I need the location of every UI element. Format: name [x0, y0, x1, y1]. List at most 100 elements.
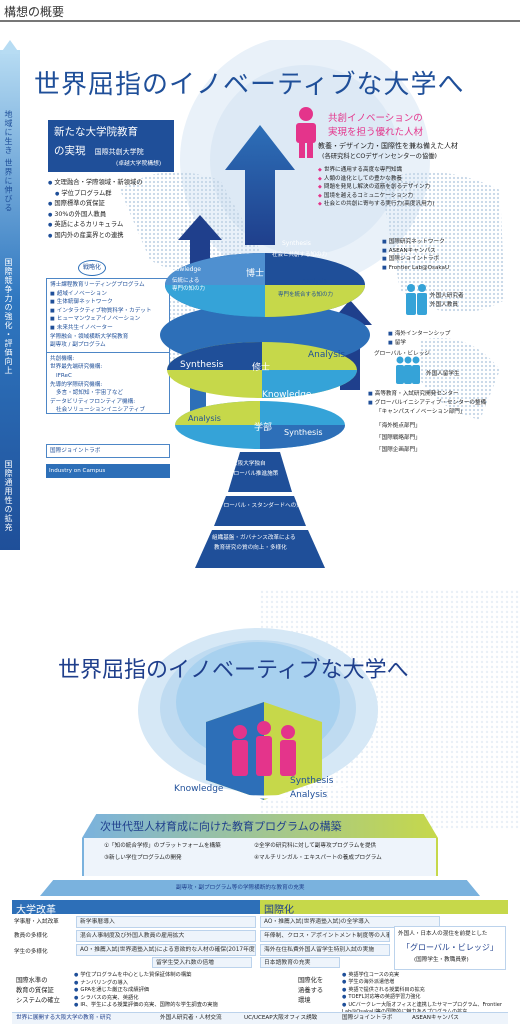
- program-item: 超域イノベーション: [50, 290, 166, 299]
- program-item: 生体統御ネットワーク: [50, 298, 166, 307]
- base-text-2: グローバル・スタンダードへの対応: [218, 503, 308, 509]
- left-bullets: 文理融合・学際領域・新領域の 学位プログラム群 国際標準の質保証 30%の外国人…: [48, 178, 143, 242]
- center-list: 高等教育・入試研究開発センター グローバルイニシアティブ・センターの整備: [368, 390, 486, 407]
- joint-item: 世界最先端研究機構:: [50, 364, 103, 371]
- quality-item: シラバスの充実、英語化: [74, 995, 218, 1003]
- page-header-title: 構想の概要: [4, 5, 65, 19]
- left-head: 大学改革: [16, 905, 56, 916]
- pink-item: 国境を越えるコミュニケーション力: [318, 192, 434, 201]
- cube-synthesis: Synthesis: [290, 776, 334, 786]
- banner-item: ④マルチリンガル・エキスパートの養成プログラム: [254, 855, 382, 861]
- spiral-synthesis-3: Synthesis: [284, 428, 323, 437]
- program-item2: 副専攻 / 副プログラム: [50, 342, 106, 349]
- base-text-3b: 教育研究の質の向上・多様化: [214, 545, 287, 551]
- center-sub: 「キャンパスイノベーション部門」: [376, 409, 466, 415]
- pink-item: 人類の進化としての豊かな教養: [318, 175, 434, 184]
- right-head: 国際化: [264, 905, 294, 916]
- intern-list: 海外インターンシップ 留学: [388, 330, 451, 348]
- spiral-analysis-1: Analysis: [302, 278, 327, 285]
- spiral-synthesis-2: Synthesis: [180, 360, 224, 370]
- strategy-badge: 戦略化: [78, 260, 106, 276]
- joint-item: 社会ソリューションイニシアティブ: [56, 407, 146, 414]
- base-pyramid: [195, 452, 325, 568]
- reform-table: 大学改革 国際化 学事暦・入試改革 新学事暦導入 AO・推薦入試(世界適塾入試)…: [12, 900, 508, 1024]
- left-head-bar: [12, 900, 260, 914]
- new-univ-sub: (卓越大学院構想): [116, 161, 162, 167]
- program-box: 博士課程教育リーディングプログラム 超域イノベーション 生体統御ネットワーク イ…: [46, 278, 170, 414]
- row-left-cell: 混合人事制度及び外国人教員の雇用拡大: [76, 930, 256, 942]
- row-left-cell: AO・推薦入試(世界適塾入試)による意欲的な人材の確保(2017年度): [76, 944, 256, 956]
- joint-item: データビリティフロンティア機構:: [50, 398, 136, 405]
- intern-item: 海外インターンシップ: [388, 330, 451, 339]
- cube-knowledge: Knowledge: [174, 784, 224, 794]
- footer-item: ASEANキャンパス: [412, 1015, 459, 1021]
- base-text-3a: 組織基盤・ガバナンス改革による: [212, 535, 296, 541]
- intl-label: 環境: [298, 997, 311, 1004]
- quality-label: 国際水準の: [16, 977, 48, 984]
- row-label: 学生の多様化: [14, 949, 48, 955]
- spiral-analysis-3: Analysis: [188, 414, 221, 423]
- quality-item: ナンバリングの導入: [74, 980, 218, 988]
- network-item: 国際ジョイントラボ: [382, 255, 449, 264]
- strategy-label: 戦略化: [82, 264, 101, 271]
- quality-item: 学位プログラムを中心とした質保証体制の構築: [74, 972, 218, 980]
- spiral-knowledge-1: Knowledge: [168, 266, 201, 273]
- spiral-knowledge-2: Knowledge: [262, 390, 312, 400]
- side-label-2: 国際競争力の強化・評価向上: [4, 258, 13, 375]
- joint-item: IFReC: [56, 372, 72, 379]
- banner-text: 次世代型人材育成に向けた教育プログラムの構築: [100, 820, 342, 833]
- banner-item: ②全学の研究科に対して副専攻プログラムを提供: [254, 843, 377, 849]
- banner-items-box: [82, 838, 438, 876]
- new-univ-box: 新たな大学院教育 の実現 国際共創大学院 (卓越大学院構想): [48, 120, 174, 172]
- student-extra-cell: 留学生受入れ数の倍増: [152, 957, 252, 968]
- network-item: ASEANキャンパス: [382, 247, 449, 256]
- spiral-k1: 伝統による: [172, 278, 200, 284]
- bottom-diagram: 世界屈指のイノベーティブな大学へ Synthesis Knowledge Ana…: [0, 590, 520, 1024]
- top-diagram: 地域に生き 世界に伸びる 国際競争力の強化・評価向上 国際通用性の拡充 世界屈指…: [0, 40, 520, 568]
- base-text-1a: 大阪大学独自: [232, 461, 266, 467]
- intl-label: 涵養する: [298, 987, 324, 994]
- bottom-title: 世界屈指のイノベーティブな大学へ: [58, 658, 409, 683]
- left-bullet: 国内外の産業界との連携: [48, 231, 143, 242]
- network-item: Frontier Lab@OsakaU: [382, 264, 449, 273]
- bottom-background: [0, 590, 520, 830]
- pink-list: 世界に通用する高度な専門知識 人類の進化としての豊かな教養 問題を発見し解決の道…: [318, 166, 435, 209]
- row-label: 学事暦・入試改革: [14, 919, 59, 925]
- foreign-students: 外国人留学生: [426, 371, 460, 377]
- quality-label: システムの確立: [16, 997, 60, 1004]
- village-box: [394, 926, 506, 970]
- intern-item: 留学: [388, 339, 450, 348]
- left-bullet: 30%の外国人教員: [48, 210, 143, 221]
- program-list: 超域イノベーション 生体統御ネットワーク インタラクティブ物質科学・カデット ヒ…: [50, 290, 166, 333]
- intl-item: TOEFL対応等の英語学習力強化: [342, 994, 506, 1001]
- left-bullet: 英語によるカリキュラム: [48, 220, 143, 231]
- program-item: インタラクティブ物質科学・カデット: [50, 307, 166, 316]
- left-bullet: 文理融合・学際領域・新領域の: [48, 178, 142, 189]
- student-extra-cell: 日本語教育の充実: [260, 957, 340, 968]
- person-pink-icon: [296, 107, 316, 158]
- footer-row: [12, 1012, 508, 1024]
- row-right-cell: AO・推薦入試(世界適塾入試)の全学導入: [260, 916, 440, 928]
- quality-list: 学位プログラムを中心とした質保証体制の構築 ナンバリングの導入 GPAを通じた厳…: [74, 972, 218, 1010]
- center-sub2: 「国際戦略部門」: [376, 435, 421, 441]
- banner-item: ①「知の統合学修」のプラットフォームを構築: [104, 843, 221, 849]
- side-arrow: [0, 50, 20, 550]
- global-village-top: グローバル・ビレッジ: [374, 351, 430, 357]
- base-text-1b: グローバル推進施策: [228, 471, 279, 477]
- quality-label: 教育の質保証: [16, 987, 54, 994]
- intl-list: 英語学位コースの充実 学生の海外派遣倍増 英語で提供される授業科目の拡充 TOE…: [342, 972, 506, 1016]
- spiral-bachelor: 学部: [254, 423, 273, 433]
- program-item: 未来共生イノベーター: [50, 324, 166, 333]
- program-banner: [82, 814, 438, 838]
- center-item: 高等教育・入試研究開発センター: [368, 390, 486, 399]
- center-item: グローバルイニシアティブ・センターの整備: [368, 399, 486, 408]
- intl-item: 学生の海外派遣倍増: [342, 979, 506, 986]
- pink-title-2: 実現を担う優れた人材: [328, 127, 424, 138]
- left-bullet: 国際標準の質保証: [48, 199, 143, 210]
- center-sub2: 「国際企画部門」: [376, 447, 421, 453]
- footer-item: 外国人研究者・人材交流: [160, 1015, 222, 1021]
- network-item: 国際研究ネットワーク: [382, 238, 449, 247]
- pink-item: 世界に通用する高度な専門知識: [318, 166, 434, 175]
- pink-sub-2: (各研究科とCOデザインセンターの協働): [322, 153, 438, 160]
- joint-item: 先導的学際研究機構:: [50, 381, 103, 388]
